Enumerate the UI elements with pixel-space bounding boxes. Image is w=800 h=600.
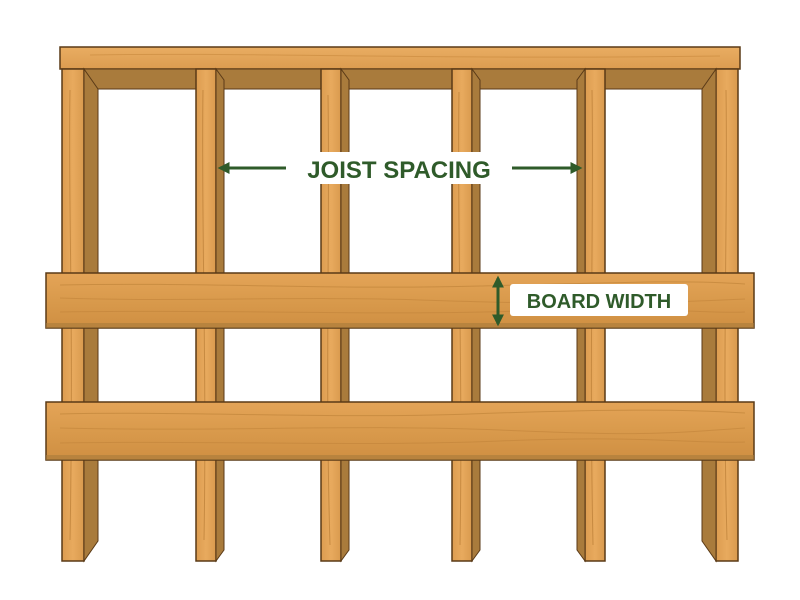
board-width-label-box (510, 284, 688, 316)
joist-spacing-label: JOIST SPACING (307, 157, 491, 184)
deck-board (45, 401, 755, 461)
rim-joist (59, 46, 741, 90)
deck-board (45, 272, 755, 329)
board-width-label: BOARD WIDTH (527, 291, 671, 313)
board-width-dimension: BOARD WIDTH (492, 275, 688, 327)
joist-spacing-dimension: JOIST SPACING (217, 152, 583, 184)
